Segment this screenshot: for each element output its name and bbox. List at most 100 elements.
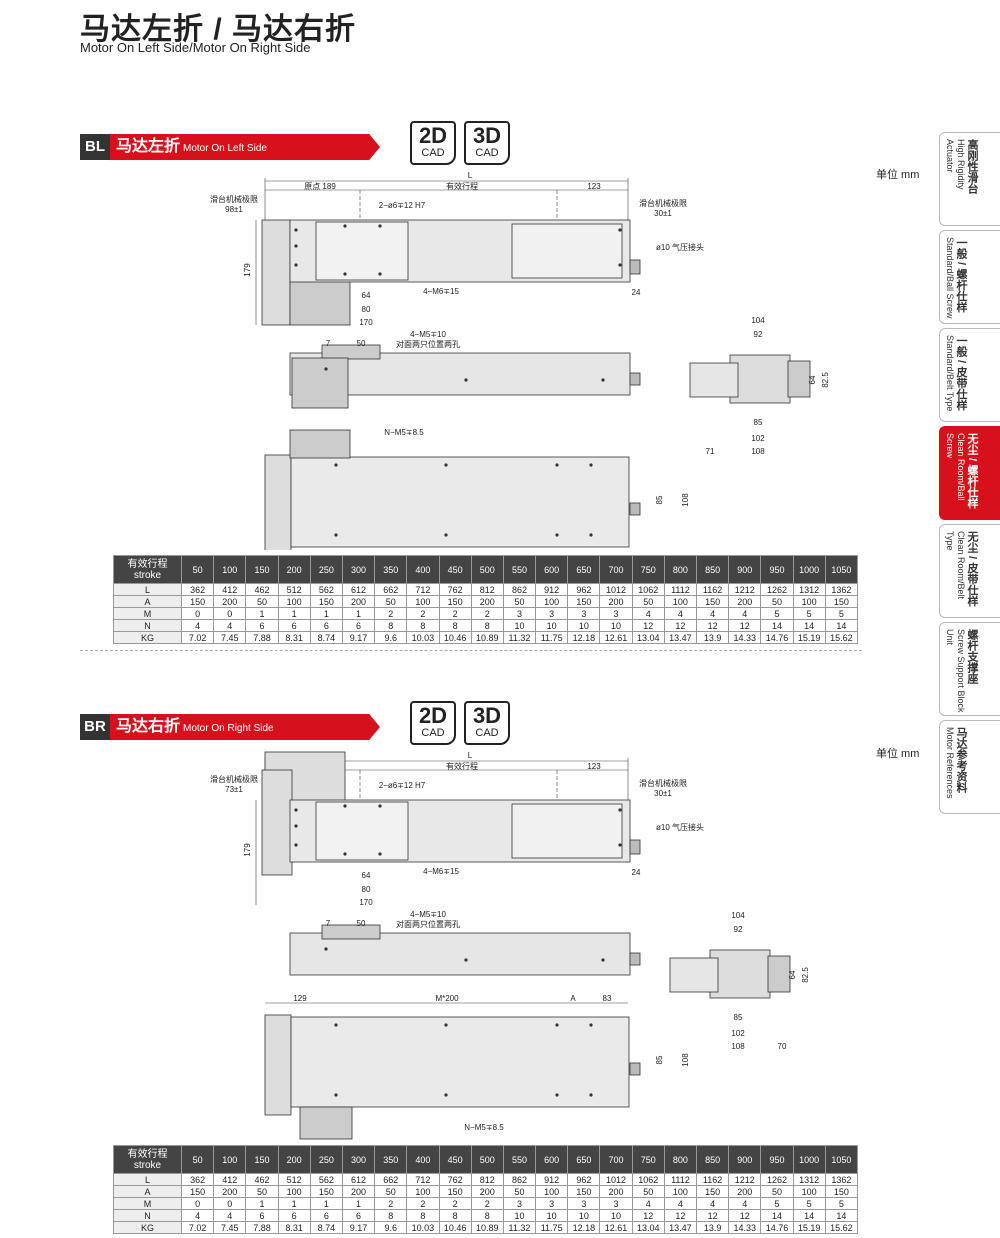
table-cell: 812: [470, 583, 504, 596]
table-cell: 4: [728, 607, 762, 620]
table-cell: 9.6: [374, 1221, 408, 1234]
table-cell: 8.74: [309, 631, 343, 644]
table-cell: 12.18: [567, 1221, 601, 1234]
table-cell: 662: [374, 1173, 408, 1186]
table-cell: 562: [309, 583, 343, 596]
table-cell: 200: [470, 1185, 504, 1198]
table-cell: 12.18: [567, 631, 601, 644]
screw-hole: [324, 947, 328, 951]
table-cell: 13.47: [663, 1221, 698, 1234]
table-cell: 150: [309, 595, 343, 608]
table-cell: 962: [567, 583, 601, 596]
table-cell: 862: [502, 583, 537, 596]
stroke-column-header: 650: [567, 555, 601, 584]
row-label: KG: [113, 631, 182, 644]
drawing-br: L原点 189有效行程123滑台机械极限73±1滑台机械极限30±12−ø6∓1…: [210, 751, 810, 1140]
unit-label: 单位 mm: [876, 169, 920, 181]
table-cell: 50: [631, 595, 665, 608]
table-cell: 8: [470, 619, 504, 632]
table-cell: 4: [728, 1197, 762, 1210]
dimension-label: 有效行程: [446, 761, 478, 771]
table-cell: 5: [824, 1197, 859, 1210]
table-cell: 15.62: [824, 1221, 859, 1234]
table-cell: 10: [567, 1209, 601, 1222]
stroke-column-header: 400: [406, 1145, 440, 1174]
stroke-column-header: 300: [341, 555, 376, 584]
table-cell: 6: [277, 619, 311, 632]
row-label: A: [113, 1185, 182, 1198]
table-cell: 100: [535, 595, 569, 608]
table-cell: 7.02: [180, 1221, 215, 1234]
stroke-column-header: 700: [599, 1145, 633, 1174]
stroke-column-header: 950: [760, 555, 794, 584]
table-cell: 3: [535, 1197, 569, 1210]
screw-hole: [555, 463, 559, 467]
table-cell: 1112: [663, 1173, 698, 1186]
table-cell: 100: [277, 595, 311, 608]
table-cell: 2: [374, 1197, 408, 1210]
actuator-bottom: [290, 456, 630, 548]
dimension-label: 2−ø6∓12 H7: [379, 781, 426, 790]
table-cell: 14: [792, 619, 826, 632]
table-cell: 2: [470, 607, 504, 620]
table-cell: 512: [277, 1173, 311, 1186]
table-cell: 412: [213, 583, 247, 596]
table-cell: 150: [695, 595, 730, 608]
screw-hole: [294, 263, 298, 267]
table-cell: 512: [277, 583, 311, 596]
table-cell: 2: [374, 607, 408, 620]
screw-hole: [464, 958, 468, 962]
table-cell: 4: [695, 607, 730, 620]
cover-plate: [511, 803, 623, 859]
table-cell: 150: [567, 595, 601, 608]
dimension-label: 179: [243, 843, 252, 857]
dimension-label: 4−M5∓10: [410, 330, 446, 339]
air-fitting: [629, 259, 641, 275]
row-label: M: [113, 607, 182, 620]
table-cell: 50: [502, 1185, 537, 1198]
stroke-column-header: 300: [341, 1145, 376, 1174]
row-label: KG: [113, 1221, 182, 1234]
stroke-column-header: 800: [663, 1145, 698, 1174]
table-cell: 11.75: [535, 631, 569, 644]
dimension-label: 82.5: [821, 372, 830, 388]
table-cell: 9.17: [341, 631, 376, 644]
table-cell: 50: [245, 1185, 279, 1198]
dimension-label: A: [570, 994, 576, 1003]
section-title-cn: 马达左折: [116, 138, 181, 155]
table-cell: 11.32: [502, 631, 537, 644]
table-cell: 11.75: [535, 1221, 569, 1234]
screw-hole: [378, 804, 382, 808]
page-subtitle: Motor On Left Side/Motor On Right Side: [80, 40, 311, 55]
slider-table: [315, 801, 409, 861]
end-view-motor: [689, 362, 739, 398]
dimension-label: 179: [243, 263, 252, 277]
table-cell: 10.89: [470, 631, 504, 644]
dimension-label: 108: [731, 1042, 745, 1051]
screw-hole: [294, 843, 298, 847]
dimension-label: 滑台机械极限: [210, 194, 258, 204]
dimension-label: 73±1: [225, 785, 243, 794]
screw-hole: [294, 244, 298, 248]
table-cell: 10.46: [438, 631, 472, 644]
table-cell: 10.89: [470, 1221, 504, 1234]
table-cell: 200: [341, 1185, 376, 1198]
dimension-label: 50: [357, 339, 366, 348]
section-code: BL: [80, 134, 110, 160]
table-cell: 4: [180, 1209, 215, 1222]
